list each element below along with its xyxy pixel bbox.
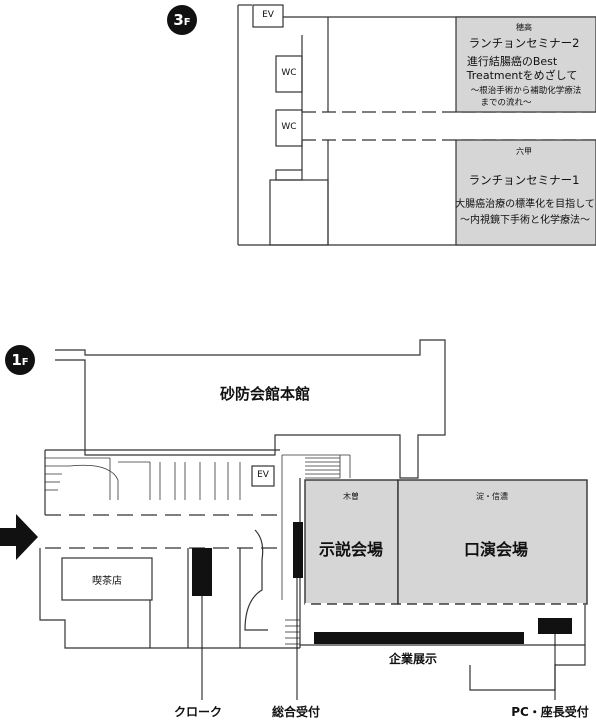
room-yodo-shinano	[397, 479, 588, 605]
main-building-label: 砂防会館本館	[219, 385, 311, 403]
cafe-label: 喫茶店	[92, 576, 122, 587]
callout-lines	[201, 578, 556, 700]
room-kiso-label: 示説会場	[318, 540, 384, 559]
ev-3f-label: EV	[262, 10, 274, 20]
room-rokko	[455, 139, 596, 246]
room-hotaka-title-1: 進行結腸癌のBest	[466, 55, 558, 68]
room-yodo-shinano-name: 淀・信濃	[476, 492, 508, 501]
room-hotaka-name: 穂高	[516, 23, 532, 32]
pc-reception-label: PC・座長受付	[511, 705, 589, 719]
floor-3f-rooms	[455, 16, 596, 246]
counters	[192, 522, 572, 644]
exhibit-counter	[314, 632, 524, 644]
cloak-counter	[192, 548, 212, 596]
room-hotaka-sub-1: ～根治手術から補助化学療法	[470, 86, 582, 96]
stairs-left	[45, 457, 241, 500]
floor-3f-suffix: F	[183, 17, 191, 28]
room-hotaka-title-2: Treatmentをめざして	[466, 69, 578, 82]
room-rokko-title-1: 大腸癌治療の標準化を目指して	[455, 199, 595, 210]
ev-1f-label: EV	[257, 470, 269, 480]
room-hotaka-session: ランチョンセミナー2	[468, 36, 580, 50]
cloak-label: クローク	[173, 705, 223, 719]
room-kiso	[304, 479, 399, 605]
stairs-right	[281, 454, 351, 600]
room-hotaka	[455, 16, 596, 113]
room-rokko-session: ランチョンセミナー1	[468, 173, 580, 187]
wc-3f-1-label: WC	[281, 68, 297, 78]
floor-3f-number: 3	[173, 11, 184, 29]
floor-1f-suffix: F	[21, 357, 29, 368]
room-kiso-name: 木曽	[343, 492, 359, 501]
ev-1f-box	[251, 465, 275, 487]
room-rokko-sub-1: ～内視鏡下手術と化学療法～	[460, 215, 590, 226]
entrance-arrow-icon	[0, 514, 38, 560]
reception-label: 総合受付	[271, 705, 321, 719]
floor-3f-badge: 3F	[167, 5, 197, 35]
reception-counter	[293, 522, 303, 578]
ev-3f-box	[252, 4, 284, 28]
main-building-outline	[55, 339, 446, 479]
floor-1f-plan	[39, 339, 586, 691]
wc-3f-2-label: WC	[281, 122, 297, 132]
room-yodo-shinano-label: 口演会場	[463, 540, 529, 559]
cafe-box	[61, 557, 153, 601]
floor-1f-badge: 1F	[5, 345, 35, 375]
wc-3f-1-box	[275, 55, 303, 93]
floor-1f-rooms	[304, 479, 588, 605]
room-rokko-name: 六甲	[516, 147, 532, 156]
wc-3f-2-box	[275, 109, 303, 147]
floor-1f-number: 1	[11, 351, 22, 369]
exhibit-label: 企業展示	[388, 652, 438, 666]
room-hotaka-sub-2: までの流れ～	[480, 98, 532, 108]
pc-reception-counter	[538, 618, 572, 634]
